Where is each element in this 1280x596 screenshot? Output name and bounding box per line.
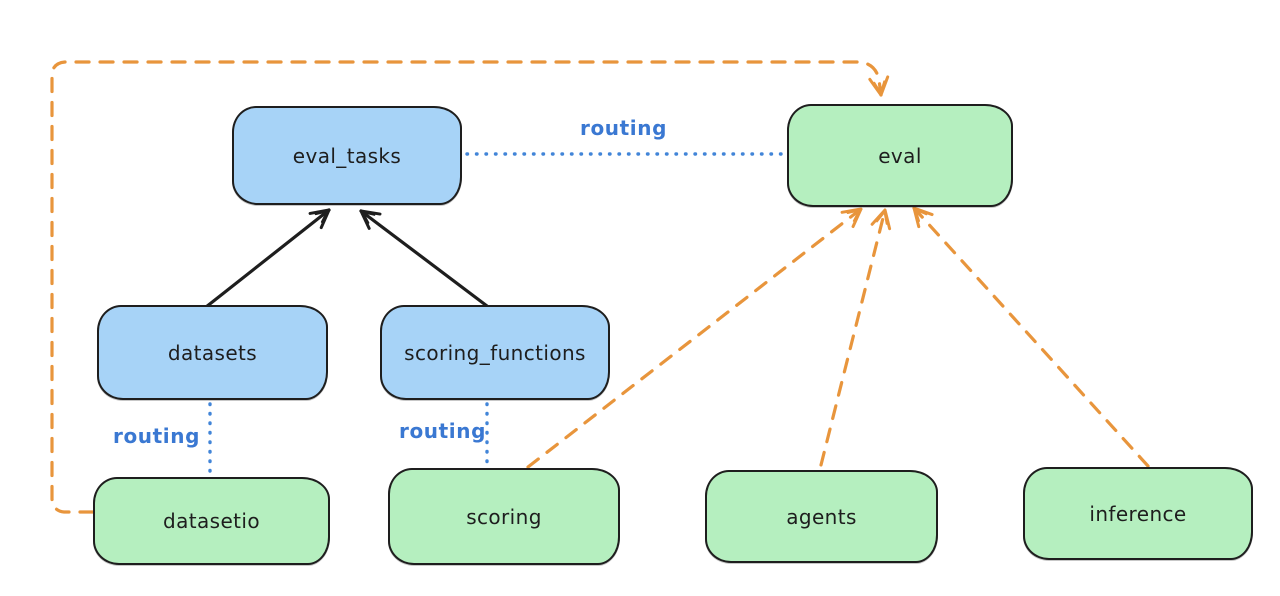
node-inference: inference bbox=[1023, 467, 1253, 560]
node-datasetio: datasetio bbox=[93, 477, 330, 565]
node-datasets: datasets bbox=[97, 305, 328, 400]
node-scoring-label: scoring bbox=[466, 504, 542, 529]
node-eval: eval bbox=[787, 104, 1013, 207]
edge-label-routing-scoring_functions-scoring: routing bbox=[399, 419, 487, 443]
node-eval_tasks: eval_tasks bbox=[232, 106, 462, 205]
edge-scoring_functions-to-eval_tasks bbox=[359, 209, 489, 308]
node-inference-label: inference bbox=[1089, 501, 1187, 526]
node-scoring_functions: scoring_functions bbox=[380, 305, 610, 400]
edge-agents-to-eval bbox=[819, 208, 892, 467]
node-datasets-label: datasets bbox=[167, 340, 258, 365]
edge-label-routing-eval_tasks-eval: routing bbox=[580, 116, 668, 140]
node-eval_tasks-label: eval_tasks bbox=[292, 143, 402, 168]
edge-datasetio-loop-to-eval bbox=[50, 60, 890, 514]
node-scoring: scoring bbox=[388, 468, 620, 565]
edge-datasets-to-eval_tasks bbox=[204, 208, 331, 309]
node-agents-label: agents bbox=[786, 504, 857, 529]
node-datasetio-label: datasetio bbox=[162, 509, 260, 533]
node-agents: agents bbox=[705, 470, 938, 563]
node-eval-label: eval bbox=[878, 143, 922, 168]
edge-label-routing-datasets-datasetio: routing bbox=[113, 424, 201, 448]
edge-inference-to-eval bbox=[912, 206, 1150, 468]
node-scoring_functions-label: scoring_functions bbox=[404, 340, 586, 365]
